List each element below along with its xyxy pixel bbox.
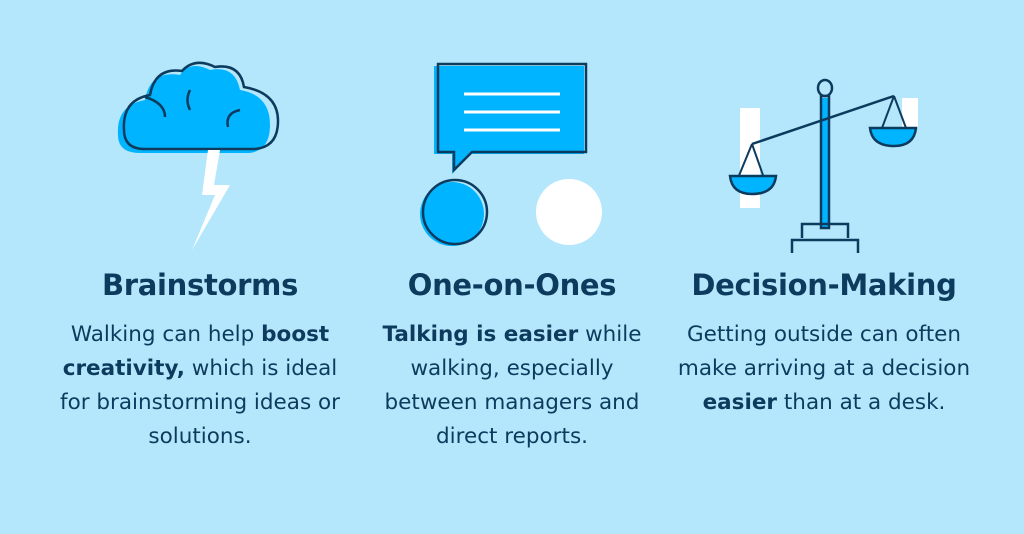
conversation-icon	[420, 62, 602, 246]
bold-text: Talking is easier	[382, 322, 579, 347]
text: which is ideal for brainstorming ideas o…	[60, 356, 340, 449]
bold-text: boost creativity,	[62, 322, 330, 381]
bold-text: easier	[702, 390, 778, 415]
description: Getting outside can often make arriving …	[674, 318, 974, 420]
text: Walking can help	[70, 322, 262, 347]
heading: One-on-Ones	[407, 268, 617, 302]
balance-scale-icon	[728, 78, 918, 253]
storm-cloud-icon	[117, 61, 280, 250]
text: while walking, especially between manage…	[384, 322, 642, 449]
heading: Brainstorms	[101, 268, 299, 302]
heading: Decision-Making	[691, 268, 957, 302]
text: than at a desk.	[777, 390, 946, 415]
text: Getting outside can often make arriving …	[677, 322, 971, 381]
description: Talking is easier while walking, especia…	[362, 318, 662, 454]
description: Walking can help boost creativity, which…	[50, 318, 350, 454]
